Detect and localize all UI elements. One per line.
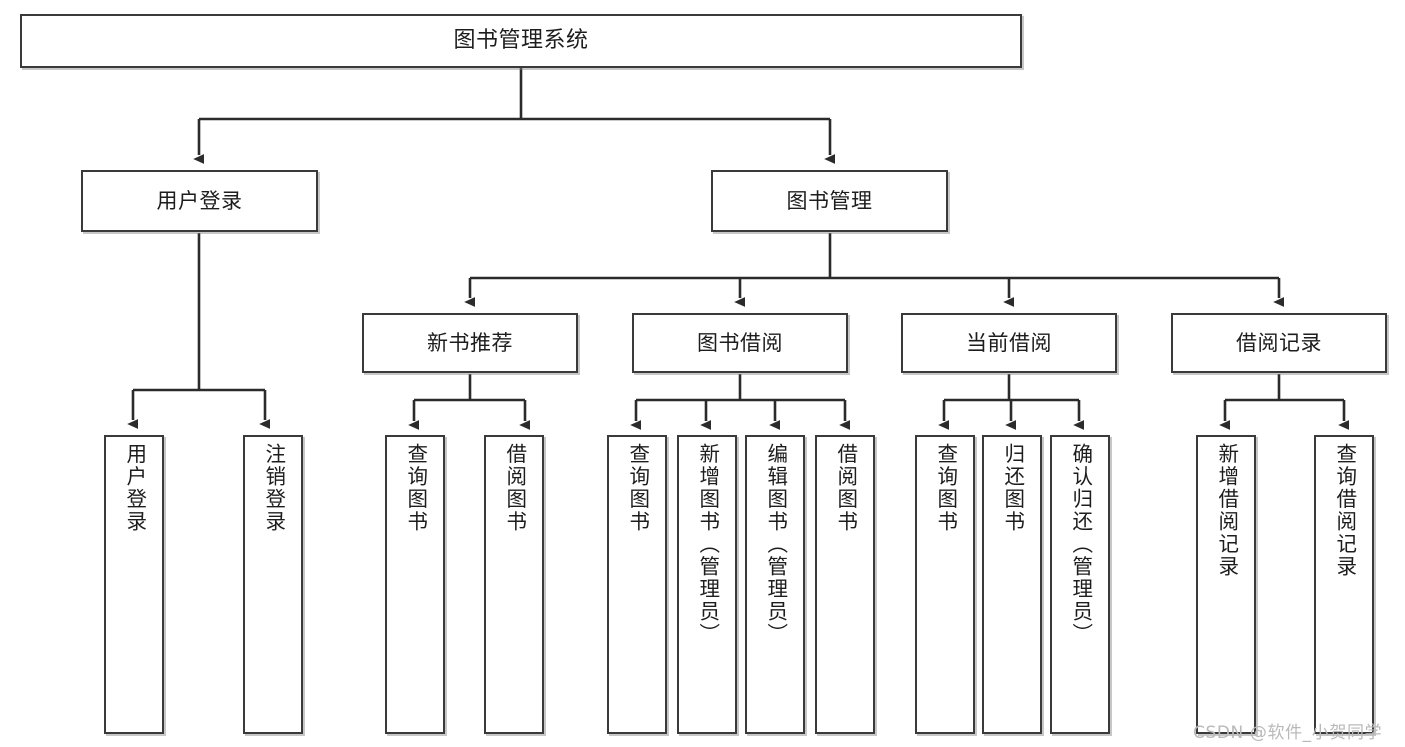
node-label: 借阅图书 — [833, 443, 858, 533]
leaf-borrow-book-recommend[interactable]: 借阅图书 — [484, 435, 544, 734]
leaf-borrow-book[interactable]: 借阅图书 — [815, 435, 875, 734]
node-label: 当前借阅 — [966, 330, 1052, 355]
node-label: 查询图书 — [933, 443, 958, 533]
leaf-logout-login[interactable]: 注销登录 — [243, 435, 303, 734]
node-book-borrow[interactable]: 图书借阅 — [632, 313, 848, 373]
node-label: 用户登录 — [156, 188, 243, 213]
node-label: 确认归还（管理员） — [1068, 443, 1093, 646]
leaf-user-login[interactable]: 用户登录 — [104, 435, 164, 734]
leaf-add-borrow-record[interactable]: 新增借阅记录 — [1196, 435, 1256, 734]
node-label: 新增图书（管理员） — [695, 443, 720, 646]
node-label: 新书推荐 — [427, 330, 513, 355]
node-new-book-recommend[interactable]: 新书推荐 — [362, 313, 578, 373]
node-label: 编辑图书（管理员） — [763, 443, 788, 646]
node-root-system[interactable]: 图书管理系统 — [20, 14, 1022, 68]
leaf-edit-book-admin[interactable]: 编辑图书（管理员） — [745, 435, 805, 734]
node-label: 查询图书 — [403, 443, 428, 533]
node-label: 借阅图书 — [502, 443, 527, 533]
node-label: 图书借阅 — [697, 330, 783, 355]
leaf-confirm-return-admin[interactable]: 确认归还（管理员） — [1050, 435, 1110, 734]
leaf-add-book-admin[interactable]: 新增图书（管理员） — [677, 435, 737, 734]
node-label: 图书管理系统 — [453, 28, 589, 54]
node-label: 查询图书 — [625, 443, 650, 533]
leaf-return-book[interactable]: 归还图书 — [982, 435, 1042, 734]
node-label: 归还图书 — [1000, 443, 1025, 533]
node-borrow-record[interactable]: 借阅记录 — [1171, 313, 1387, 373]
node-current-borrow[interactable]: 当前借阅 — [901, 313, 1117, 373]
leaf-query-book-recommend[interactable]: 查询图书 — [385, 435, 445, 734]
leaf-query-book-borrow[interactable]: 查询图书 — [607, 435, 667, 734]
leaf-query-book-current[interactable]: 查询图书 — [915, 435, 975, 734]
node-label: 注销登录 — [261, 443, 286, 533]
node-label: 用户登录 — [122, 443, 147, 533]
node-label: 图书管理 — [786, 188, 873, 213]
node-book-management[interactable]: 图书管理 — [711, 170, 948, 232]
csdn-watermark: CSDN @软件_小贺同学 — [1193, 723, 1383, 743]
leaf-query-borrow-record[interactable]: 查询借阅记录 — [1314, 435, 1374, 734]
node-label: 查询借阅记录 — [1332, 443, 1357, 578]
node-label: 新增借阅记录 — [1214, 443, 1239, 578]
node-user-login[interactable]: 用户登录 — [81, 170, 318, 232]
node-label: 借阅记录 — [1236, 330, 1322, 355]
